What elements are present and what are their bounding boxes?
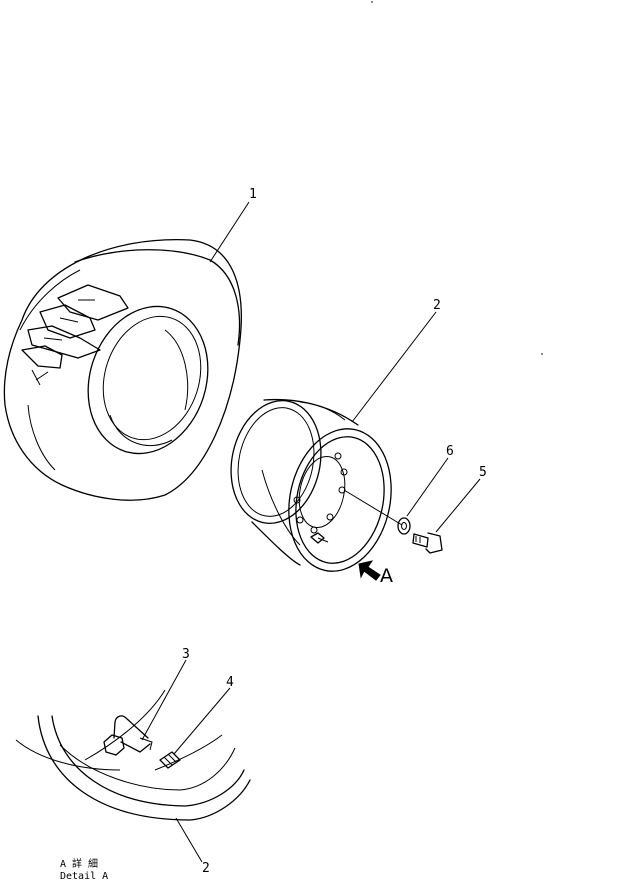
- stray-dot: [541, 353, 543, 355]
- detail-caption: Detail A: [60, 871, 108, 881]
- callout-1: 1: [249, 187, 257, 202]
- view-arrow-a: A: [358, 560, 393, 587]
- valve: 3: [103, 647, 190, 756]
- callout-6: 6: [446, 444, 454, 459]
- detail-a: 3 4 2 A 詳 細 Detail A: [15, 647, 251, 881]
- callout-5: 5: [479, 465, 487, 480]
- bolt: 5: [412, 465, 487, 554]
- stray-dot: [371, 1, 373, 3]
- callout-4: 4: [226, 675, 234, 690]
- assembly-axis-line: [343, 489, 403, 526]
- view-arrow-label: A: [380, 565, 393, 587]
- rim-bolt-holes: [293, 452, 348, 534]
- callout-detail-2: 2: [202, 861, 210, 876]
- washer: 6: [397, 444, 454, 535]
- rim: 2: [230, 298, 441, 572]
- valve-cap: 4: [159, 675, 234, 769]
- detail-caption-jp: A 詳 細: [60, 857, 98, 870]
- callout-2: 2: [433, 298, 441, 313]
- tire: 1: [3, 187, 257, 501]
- callout-3: 3: [182, 647, 190, 662]
